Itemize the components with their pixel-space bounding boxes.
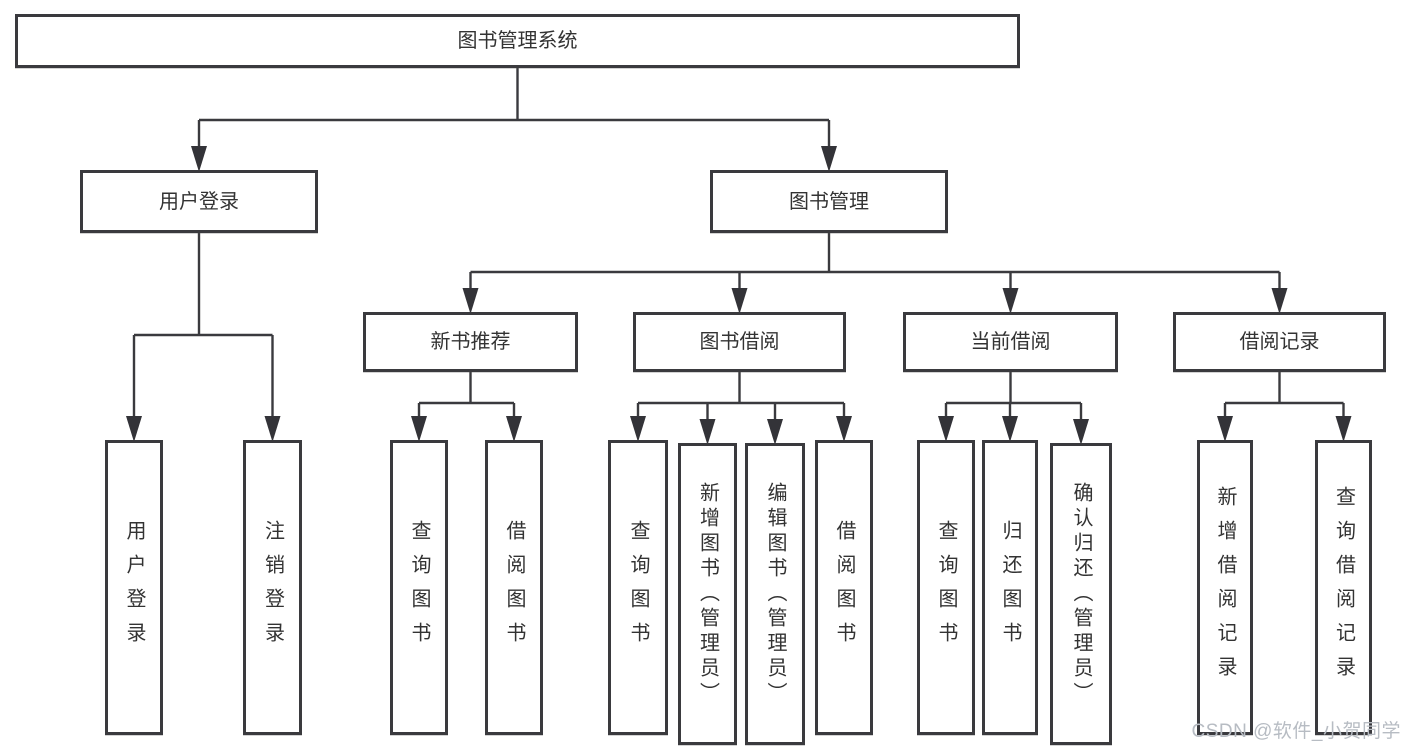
node-label-user-login: 用户登录	[159, 190, 239, 213]
node-query-books-rec: 查询图书	[390, 440, 448, 735]
node-user-login: 用户登录	[80, 170, 318, 233]
arrowhead-icon	[191, 146, 207, 172]
arrowhead-icon	[1335, 416, 1352, 442]
node-query-books-current: 查询图书	[917, 440, 975, 735]
arrowhead-icon	[938, 416, 954, 442]
node-label-edit-book-admin: 编辑图书（管理员）	[764, 481, 786, 707]
node-label-borrow-books-leaf: 借阅图书	[833, 519, 855, 656]
node-confirm-return-admin: 确认归还（管理员）	[1050, 443, 1112, 745]
node-query-borrow-record: 查询借阅记录	[1315, 440, 1372, 735]
node-logout-leaf: 注销登录	[243, 440, 302, 735]
node-add-book-admin: 新增图书（管理员）	[678, 443, 737, 745]
node-label-return-book: 归还图书	[999, 519, 1021, 656]
node-label-query-books-current: 查询图书	[935, 519, 957, 656]
node-borrow-books-leaf: 借阅图书	[815, 440, 873, 735]
node-current-borrow: 当前借阅	[903, 312, 1118, 372]
arrowhead-icon	[1002, 416, 1018, 442]
node-label-query-books-borrow: 查询图书	[627, 519, 649, 656]
node-user-login-leaf: 用户登录	[105, 440, 163, 735]
node-add-borrow-record: 新增借阅记录	[1197, 440, 1253, 735]
node-query-books-borrow: 查询图书	[608, 440, 668, 735]
arrowhead-icon	[126, 416, 142, 442]
arrowhead-icon	[821, 146, 837, 172]
node-borrow-records: 借阅记录	[1173, 312, 1386, 372]
arrowhead-icon	[699, 419, 716, 445]
arrowhead-icon	[462, 288, 479, 314]
arrowhead-icon	[1073, 419, 1089, 445]
node-borrow-books-rec: 借阅图书	[485, 440, 543, 735]
node-label-query-borrow-record: 查询借阅记录	[1332, 485, 1355, 690]
node-label-new-book-rec: 新书推荐	[430, 331, 511, 353]
node-label-confirm-return-admin: 确认归还（管理员）	[1070, 481, 1092, 707]
arrowhead-icon	[506, 416, 522, 442]
node-label-root: 图书管理系统	[457, 30, 578, 52]
node-label-borrow-books-rec: 借阅图书	[503, 519, 525, 656]
node-label-borrow-records: 借阅记录	[1239, 331, 1320, 353]
arrowhead-icon	[264, 416, 281, 442]
node-label-book-mgmt: 图书管理	[789, 190, 869, 213]
arrowhead-icon	[731, 288, 748, 314]
node-label-book-borrow: 图书借阅	[699, 331, 780, 353]
node-label-add-borrow-record: 新增借阅记录	[1214, 485, 1236, 690]
node-book-mgmt: 图书管理	[710, 170, 948, 233]
arrowhead-icon	[836, 416, 852, 442]
node-return-book: 归还图书	[982, 440, 1038, 735]
arrowhead-icon	[1217, 416, 1233, 442]
node-new-book-rec: 新书推荐	[363, 312, 578, 372]
node-label-current-borrow: 当前借阅	[970, 331, 1051, 353]
node-book-borrow: 图书借阅	[633, 312, 846, 372]
node-edit-book-admin: 编辑图书（管理员）	[745, 443, 805, 745]
node-label-logout-leaf: 注销登录	[261, 519, 284, 656]
node-label-user-login-leaf: 用户登录	[123, 519, 145, 656]
arrowhead-icon	[1002, 288, 1019, 314]
node-root: 图书管理系统	[15, 14, 1020, 68]
arrowhead-icon	[411, 416, 427, 442]
node-label-add-book-admin: 新增图书（管理员）	[696, 481, 719, 707]
node-label-query-books-rec: 查询图书	[408, 519, 430, 656]
arrowhead-icon	[630, 416, 646, 442]
arrowhead-icon	[1271, 288, 1288, 314]
arrowhead-icon	[767, 419, 783, 445]
